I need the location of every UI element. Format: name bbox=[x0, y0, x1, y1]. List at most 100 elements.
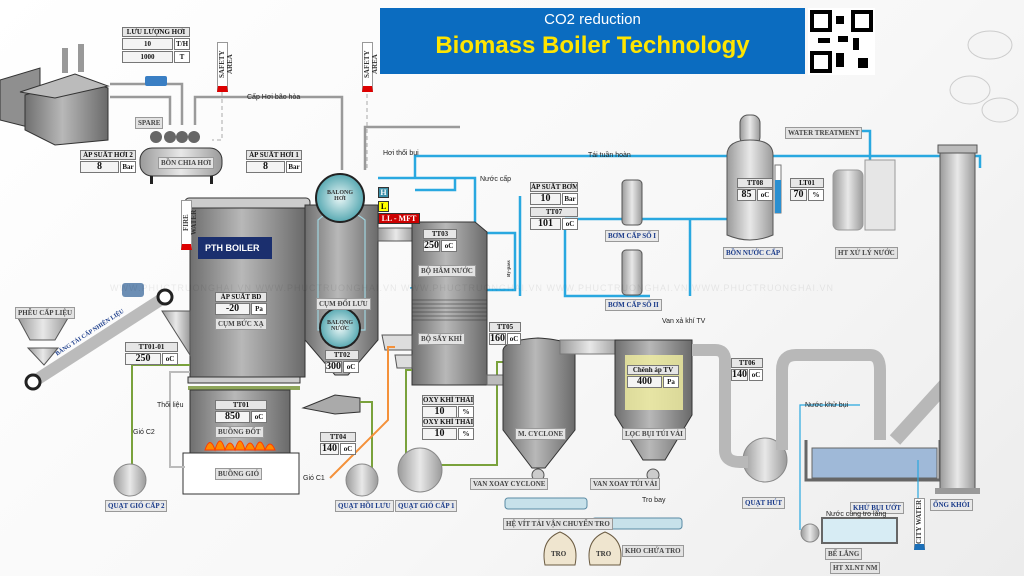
label-bon-chia-hoi: BỒN CHIA HƠI bbox=[158, 157, 215, 169]
readout-label: ÁP SUẤT BD bbox=[215, 292, 267, 302]
duct bbox=[559, 339, 621, 355]
label-ht-xu-ly-nuoc: HT XỬ LÝ NƯỚC bbox=[835, 247, 898, 259]
wet-scrubber bbox=[804, 440, 942, 482]
readout-label: TT04 bbox=[320, 432, 356, 442]
readout-value: 850 bbox=[215, 411, 250, 423]
readout-label: TT08 bbox=[737, 178, 773, 188]
readout-value: 400 bbox=[627, 376, 662, 388]
label-buong-dot: BUỒNG ĐỐT bbox=[215, 426, 264, 438]
fans bbox=[113, 437, 820, 543]
readout-unit: % bbox=[458, 428, 474, 440]
readout-value: -20 bbox=[215, 303, 250, 315]
label-he-vit-tai: HỆ VÍT TẢI VẬN CHUYỂN TRO bbox=[503, 518, 613, 530]
flow-meter bbox=[145, 76, 167, 86]
label-bom-cap-2: BƠM CẤP SỐ II bbox=[605, 299, 662, 311]
label-water-treatment: WATER TREATMENT bbox=[785, 127, 863, 139]
level-low-indicator: L bbox=[378, 201, 389, 212]
level-high-indicator: H bbox=[378, 187, 389, 198]
readout-unit: oC bbox=[757, 189, 773, 201]
label-balong-hoi: BALONG HƠI bbox=[326, 190, 353, 202]
readout-label: TT05 bbox=[489, 322, 521, 332]
readout-unit: Bar bbox=[562, 193, 578, 205]
readout-label: Chênh áp TV bbox=[627, 365, 679, 375]
pth-boiler-logo: PTH BOILER bbox=[205, 243, 260, 253]
label-kho-chua-tro: KHO CHỨA TRO bbox=[622, 545, 684, 557]
note-cap-hoi: Cấp Hơi bão hòa bbox=[247, 94, 301, 101]
pth-logo-plate bbox=[198, 237, 272, 259]
recirc-air-line bbox=[329, 346, 395, 479]
safety-area-tag-1: SAFETY AREA bbox=[217, 42, 234, 92]
multi-cyclone bbox=[502, 337, 576, 482]
label-cum-doi-luu: CỤM ĐỐI LƯU bbox=[316, 298, 371, 310]
label-balong-nuoc: BALONG NƯỚC bbox=[326, 320, 353, 332]
label-van-xoay-cyclone: VAN XOAY CYCLONE bbox=[470, 478, 549, 490]
readout-label: ÁP SUẤT BƠM bbox=[530, 182, 578, 192]
label-bo-say-khi: BỘ SẤY KHÍ bbox=[418, 333, 465, 345]
by-pass-note: By-pass bbox=[507, 260, 512, 278]
readout-value: 70 bbox=[790, 189, 807, 201]
secondary-air-line bbox=[131, 364, 190, 470]
title-banner: CO2 reduction Biomass Boiler Technology bbox=[380, 8, 805, 74]
readout-value: 140 bbox=[731, 369, 748, 381]
label-bom-cap-1: BƠM CẤP SỐ I bbox=[605, 230, 660, 242]
note-hoi-thoi-bui: Hơi thổi bụi bbox=[383, 150, 419, 157]
readout-value: 300 bbox=[325, 361, 342, 373]
subtitle: CO2 reduction bbox=[544, 11, 641, 28]
ash-bags bbox=[543, 531, 622, 566]
note-nuoc-cap: Nước cấp bbox=[480, 176, 512, 183]
settling-tank bbox=[821, 517, 898, 544]
flue-duct bbox=[377, 227, 415, 242]
readout-label: OXY KHÍ THẢI R bbox=[422, 417, 474, 427]
readout-value: 250 bbox=[125, 353, 161, 365]
note-nuoc-tro-lang: Nước cùng tro lắng bbox=[826, 511, 887, 518]
readout-label: TT03 bbox=[423, 229, 457, 239]
label-m-cyclone: M. CYCLONE bbox=[515, 428, 567, 440]
readout-unit: oC bbox=[340, 443, 356, 455]
label-quat-hoi-luu: QUẠT HỒI LƯU bbox=[335, 500, 394, 512]
readout-unit: Pa bbox=[251, 303, 267, 315]
readout-unit: oC bbox=[507, 333, 521, 345]
readout-label: TT01-01 bbox=[125, 342, 178, 352]
label-cum-buc-xa: CỤM BỨC XẠ bbox=[215, 318, 267, 330]
label-khu-bui-uot: KHỬ BỤI ƯỚT bbox=[850, 502, 905, 514]
readout-value: 160 bbox=[489, 333, 506, 345]
label-loc-bui: LỌC BỤI TÚI VẢI bbox=[622, 428, 686, 440]
readout-value: 8 bbox=[80, 161, 119, 173]
readout-unit: oC bbox=[251, 411, 267, 423]
fire-water-tag: FIRE WATER bbox=[181, 200, 198, 250]
readout-unit: oC bbox=[162, 353, 178, 365]
readout-value: 8 bbox=[246, 161, 285, 173]
readout-unit: Pa bbox=[663, 376, 679, 388]
water-treatment-unit bbox=[832, 159, 896, 231]
note-van-xa-khi: Van xả khí TV bbox=[662, 318, 706, 325]
factory-building bbox=[0, 44, 110, 146]
ash-bag-label: TRO bbox=[551, 550, 567, 558]
duct-to-stack bbox=[889, 380, 951, 445]
note-tai-tuan-hoan: Tái tuần hoàn bbox=[588, 152, 631, 159]
level-lowlow-mft-indicator: LL - MFT bbox=[378, 213, 420, 224]
boiler-furnace bbox=[182, 197, 311, 495]
ash-bag-label: TRO bbox=[596, 550, 612, 558]
readout-label: TT07 bbox=[530, 207, 578, 217]
readout-unit: oC bbox=[441, 240, 457, 252]
label-spare: SPARE bbox=[135, 117, 164, 129]
oxy-r-readout: OXY KHÍ THẢI R10% bbox=[422, 417, 474, 440]
readout-label: ÁP SUẤT HƠI 1 bbox=[246, 150, 302, 160]
safety-area-tag-2: SAFETY AREA bbox=[362, 42, 379, 92]
readout-unit: oC bbox=[562, 218, 578, 230]
label-ht-xlnt: HT XLNT NM bbox=[830, 562, 881, 574]
label-quat-gio-cap-2: QUẠT GIÓ CẤP 2 bbox=[105, 500, 168, 512]
readout-label: TT06 bbox=[731, 358, 763, 368]
readout-label: LT01 bbox=[790, 178, 824, 188]
label-buong-gio: BUỒNG GIÓ bbox=[215, 468, 263, 480]
readout-unit: Bar bbox=[286, 161, 302, 173]
